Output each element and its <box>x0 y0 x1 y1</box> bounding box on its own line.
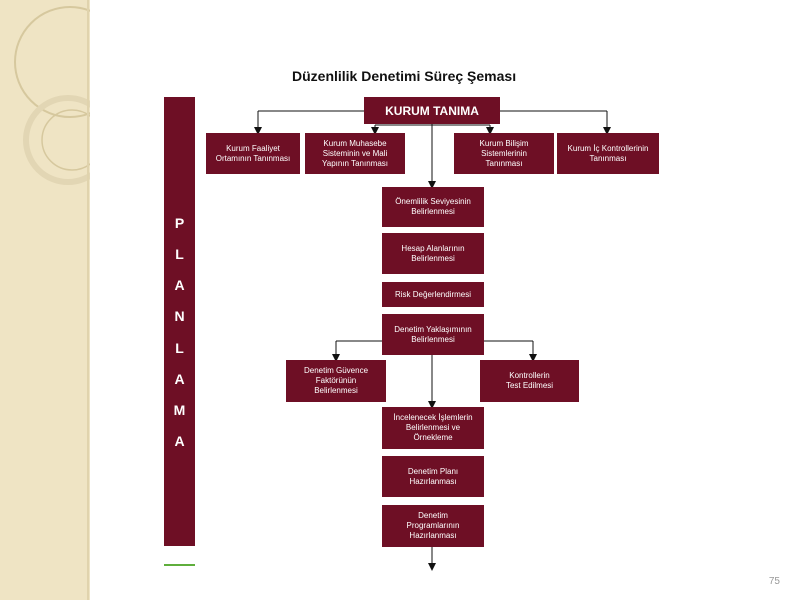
accent-line <box>164 564 195 566</box>
decorative-sidebar <box>0 0 90 600</box>
phase-letter: P <box>174 215 185 231</box>
box-muhasebe-sistemi: Kurum Muhasebe Sisteminin ve Mali Yapını… <box>305 133 405 174</box>
phase-letter: L <box>175 340 184 356</box>
box-denetim-plani: Denetim Planı Hazırlanması <box>382 456 484 497</box>
box-hesap-alanlari: Hesap Alanlarının Belirlenmesi <box>382 233 484 274</box>
box-kurum-tanima: KURUM TANIMA <box>364 97 500 124</box>
phase-letter: A <box>174 433 185 449</box>
box-bilisim-sistemleri: Kurum Bilişim Sistemlerinin Tanınması <box>454 133 554 174</box>
box-denetim-yaklasimi: Denetim Yaklaşımının Belirlenmesi <box>382 314 484 355</box>
box-risk: Risk Değerlendirmesi <box>382 282 484 307</box>
diagram-title: Düzenlilik Denetimi Süreç Şeması <box>292 68 517 84</box>
phase-bar: P L A N L A M A <box>164 97 195 546</box>
decorative-circles <box>14 0 90 600</box>
phase-letter: A <box>174 371 185 387</box>
box-guvence-faktoru: Denetim Güvence Faktörünün Belirlenmesi <box>286 360 386 402</box>
phase-letter: M <box>173 402 186 418</box>
phase-letter: N <box>174 308 185 324</box>
box-ic-kontroller: Kurum İç Kontrollerinin Tanınması <box>557 133 659 174</box>
phase-letter: L <box>175 246 184 262</box>
box-kontrollerin-testi: Kontrollerin Test Edilmesi <box>480 360 579 402</box>
phase-letter: A <box>174 277 185 293</box>
page-number: 75 <box>768 576 780 587</box>
box-incelenecek-islemler: İncelenecek İşlemlerin Belirlenmesi ve Ö… <box>382 407 484 449</box>
box-denetim-programlari: Denetim Programlarının Hazırlanması <box>382 505 484 547</box>
box-onemlilik: Önemlilik Seviyesinin Belirlenmesi <box>382 187 484 227</box>
box-faaliyet-ortami: Kurum Faaliyet Ortamının Tanınması <box>206 133 300 174</box>
